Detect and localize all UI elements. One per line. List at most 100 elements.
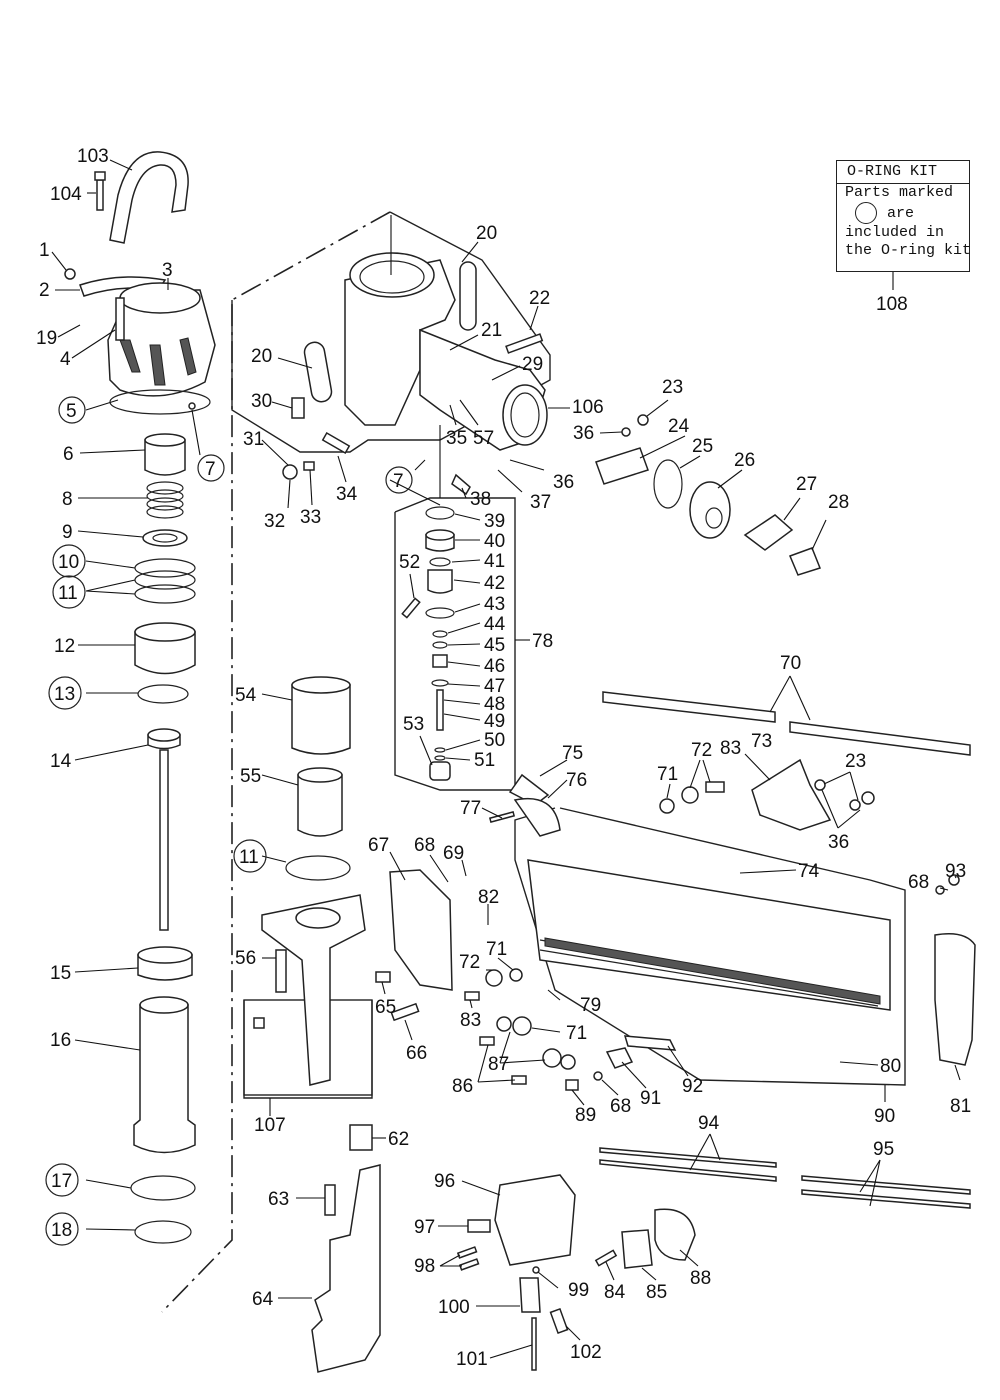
callout-3: 3 (162, 260, 173, 281)
callout-84: 84 (604, 1282, 626, 1303)
callout-79: 79 (580, 995, 601, 1016)
callout-12: 12 (54, 636, 75, 657)
callout-44: 44 (484, 614, 506, 635)
callout-17-circled: 17 (51, 1171, 72, 1192)
callout-100: 100 (438, 1297, 470, 1318)
callout-19: 19 (36, 328, 57, 349)
callout-69: 69 (443, 843, 464, 864)
parts-valve-stack (282, 432, 471, 781)
callout-64: 64 (252, 1289, 274, 1310)
callout-26: 26 (734, 450, 755, 471)
callout-72-a: 72 (691, 740, 712, 761)
callout-45: 45 (484, 635, 505, 656)
callout-31: 31 (243, 429, 264, 450)
parts-bottom (311, 1124, 696, 1373)
callout-62: 62 (388, 1129, 409, 1150)
part-cap-assembly-3 (64, 268, 216, 415)
o-ring-kit-box: O-RING KIT Parts marked are included in … (836, 160, 972, 272)
callout-41: 41 (484, 551, 505, 572)
callout-38: 38 (470, 489, 491, 510)
callout-95: 95 (873, 1139, 894, 1160)
part-body-frame (291, 252, 548, 451)
callout-67: 67 (368, 835, 389, 856)
callout-16: 16 (50, 1030, 71, 1051)
callout-93: 93 (945, 861, 966, 882)
callout-22: 22 (529, 288, 550, 309)
o-ring-kit-line-2-text: are (887, 204, 915, 222)
callout-28: 28 (828, 492, 849, 513)
callout-73: 73 (751, 731, 772, 752)
callout-94: 94 (698, 1113, 720, 1134)
part-handle-103 (109, 151, 189, 244)
callout-42: 42 (484, 573, 505, 594)
part-bolt-104 (94, 171, 106, 211)
callout-88: 88 (690, 1268, 711, 1289)
callout-2: 2 (39, 280, 50, 301)
callout-labels: 103 104 1 2 3 19 4 5 7 6 8 9 10 11 12 13… (36, 146, 971, 1370)
callout-86: 86 (452, 1076, 473, 1097)
callout-32: 32 (264, 511, 285, 532)
callout-80: 80 (880, 1056, 901, 1077)
callout-48: 48 (484, 694, 505, 715)
callout-1: 1 (39, 240, 50, 261)
callout-65: 65 (375, 997, 396, 1018)
callout-33: 33 (300, 507, 321, 528)
callout-24: 24 (668, 416, 690, 437)
callout-36-a: 36 (573, 423, 594, 444)
callout-83-a: 83 (720, 738, 741, 759)
callout-11-circled-b: 11 (239, 847, 259, 868)
callout-102: 102 (570, 1342, 602, 1363)
callout-37: 37 (530, 492, 551, 513)
callout-78: 78 (532, 631, 553, 652)
callout-107: 107 (254, 1115, 286, 1136)
callout-36-c: 36 (828, 832, 849, 853)
parts-cylinder-exhaust (595, 414, 821, 576)
callout-53: 53 (403, 714, 424, 735)
callout-77: 77 (460, 798, 481, 819)
o-ring-kit-line-1: Parts marked (845, 184, 954, 201)
callout-106: 106 (572, 397, 604, 418)
callout-90: 90 (874, 1106, 895, 1127)
callout-97: 97 (414, 1217, 435, 1238)
callout-52: 52 (399, 552, 420, 573)
callout-56: 56 (235, 948, 256, 969)
callout-74: 74 (798, 861, 820, 882)
callout-50: 50 (484, 730, 505, 751)
callout-51: 51 (474, 750, 495, 771)
callout-43: 43 (484, 594, 505, 615)
o-ring-kit-title: O-RING KIT (837, 161, 969, 184)
callout-71-c: 71 (566, 1023, 587, 1044)
callout-98: 98 (414, 1256, 435, 1277)
callout-104: 104 (50, 184, 82, 205)
callout-87: 87 (488, 1054, 509, 1075)
callout-27: 27 (796, 474, 817, 495)
callout-96: 96 (434, 1171, 455, 1192)
callout-103: 103 (77, 146, 109, 167)
callout-68-a: 68 (414, 835, 435, 856)
callout-55: 55 (240, 766, 261, 787)
callout-4: 4 (60, 349, 71, 370)
callout-9: 9 (62, 522, 73, 543)
callout-40: 40 (484, 531, 505, 552)
callout-25: 25 (692, 436, 713, 457)
callout-63: 63 (268, 1189, 289, 1210)
o-ring-kit-line-4: the O-ring kit (845, 242, 972, 259)
callout-92: 92 (682, 1076, 703, 1097)
callout-36-b: 36 (553, 472, 574, 493)
callout-83-b: 83 (460, 1010, 481, 1031)
callout-23-a: 23 (662, 377, 683, 398)
callout-99: 99 (568, 1280, 589, 1301)
callout-47: 47 (484, 676, 505, 697)
parts-middle (253, 676, 561, 1086)
callout-11-circled: 11 (58, 583, 78, 604)
callout-81: 81 (950, 1096, 971, 1117)
callout-68-b: 68 (908, 872, 929, 893)
callout-91: 91 (640, 1088, 661, 1109)
callout-15: 15 (50, 963, 71, 984)
callout-72-b: 72 (459, 952, 480, 973)
callout-46: 46 (484, 656, 505, 677)
callout-57: 57 (473, 428, 494, 449)
callout-14: 14 (50, 751, 72, 772)
callout-8: 8 (62, 489, 73, 510)
